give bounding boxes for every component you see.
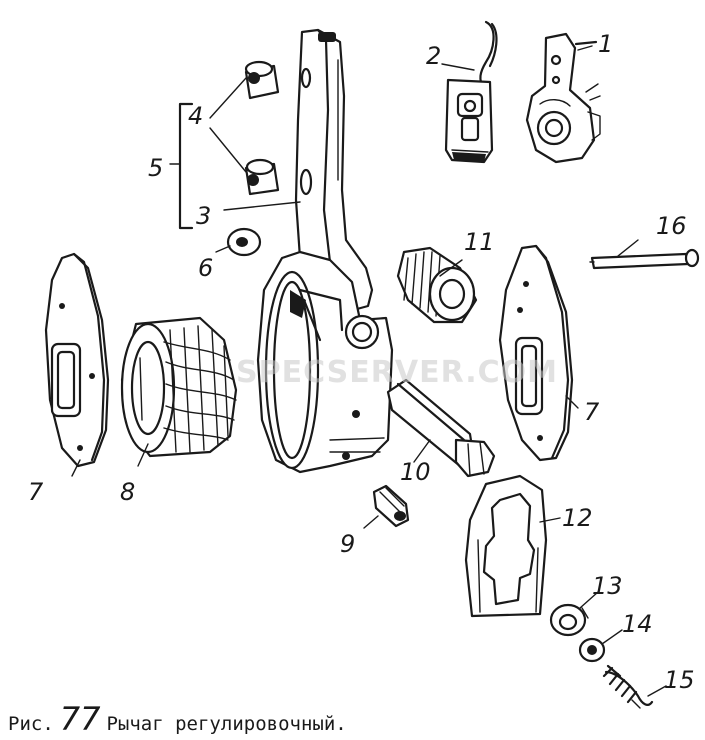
part-1-slack-adjuster <box>525 32 601 164</box>
part-4-bushing-upper <box>244 60 280 100</box>
callout-7-right: 7 <box>584 398 600 426</box>
part-9-grease-fitting <box>372 484 410 528</box>
lever-housing <box>256 250 394 474</box>
callout-14: 14 <box>622 610 653 638</box>
part-3-lever-arm <box>294 28 374 314</box>
callout-9: 9 <box>340 530 355 558</box>
callout-7-left: 7 <box>28 478 44 506</box>
callout-2: 2 <box>426 42 441 70</box>
callout-11: 11 <box>464 228 495 256</box>
callout-15: 15 <box>664 666 695 694</box>
figure-number: 77 <box>59 700 101 738</box>
callout-6: 6 <box>198 254 213 282</box>
callout-12: 12 <box>562 504 593 532</box>
part-7-cover-right <box>498 244 574 462</box>
figure-title: Рычаг регулировочный. <box>106 713 347 735</box>
part-4-bushing-lower <box>244 158 280 196</box>
callout-labels: 1 2 3 4 5 6 7 7 8 9 10 11 12 13 14 15 16 <box>28 30 695 694</box>
callout-5: 5 <box>148 154 163 182</box>
leader-lines <box>71 45 667 697</box>
part-5-bracket-indicator <box>169 77 247 230</box>
part-6-washer <box>215 227 262 257</box>
part-8-worm-gear <box>120 316 238 458</box>
callout-8: 8 <box>120 478 135 506</box>
part-16-pin <box>589 248 700 270</box>
callout-4: 4 <box>188 102 203 130</box>
callout-16: 16 <box>656 212 687 240</box>
callout-10: 10 <box>400 458 431 486</box>
callout-13: 13 <box>592 572 623 600</box>
figure-prefix: Рис. <box>8 713 54 735</box>
part-2-bracket <box>444 20 498 164</box>
part-10-worm-shaft <box>386 378 496 478</box>
part-11-worm <box>396 246 478 324</box>
part-7-cover-left <box>44 252 110 468</box>
part-14-spring-washer <box>578 637 606 663</box>
part-12-lock-plate <box>464 474 548 618</box>
watermark-text: SPECSERVER.COM <box>236 355 558 390</box>
callout-1: 1 <box>598 30 613 58</box>
part-13-nut <box>549 603 589 637</box>
callout-3: 3 <box>196 202 211 230</box>
figure-caption: Рис. 77 Рычаг регулировочный. <box>8 700 698 738</box>
part-15-spring <box>602 664 654 709</box>
